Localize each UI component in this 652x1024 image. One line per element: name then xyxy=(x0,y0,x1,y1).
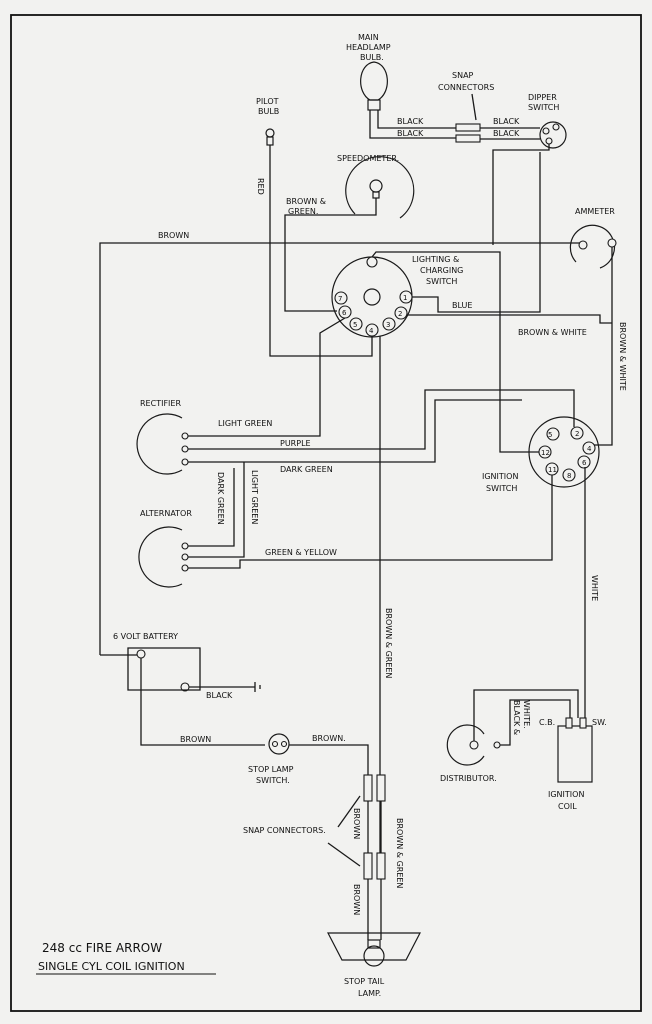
alternator-label: ALTERNATOR xyxy=(140,509,192,518)
wire-label-black-2: BLACK xyxy=(397,129,424,138)
lighting-pin-1: 1 xyxy=(403,294,407,302)
wire-label-battery-black: BLACK xyxy=(206,691,233,700)
snap-connector-2 xyxy=(376,774,386,802)
ammeter-label: AMMETER xyxy=(575,207,615,216)
ignition-pin-6: 6 xyxy=(582,459,587,467)
pilot-label-1: PILOT xyxy=(256,97,279,106)
speedometer xyxy=(345,156,415,219)
lighting-pin-5: 5 xyxy=(353,321,357,329)
wire-label-black-3: BLACK xyxy=(493,117,520,126)
wire-label-blue: BLUE xyxy=(452,301,472,310)
headlamp-label-1: MAIN xyxy=(358,33,379,42)
diagram-title-line-2: SINGLE CYL COIL IGNITION xyxy=(38,960,185,973)
stop-lamp-switch xyxy=(268,733,290,755)
wire-label-white: WHITE xyxy=(590,575,599,601)
wire-label-brown-green-long: BROWN & GREEN xyxy=(384,608,393,678)
dipper-label-1: DIPPER xyxy=(528,93,557,102)
wire-label-brown-green-snap: BROWN & GREEN xyxy=(395,818,404,888)
wire-label-brown-green-1: BROWN & xyxy=(286,197,326,206)
ignition-pin-2: 2 xyxy=(575,430,579,438)
coil-sw-label: SW. xyxy=(592,718,607,727)
ignition-pin-12: 12 xyxy=(541,449,550,457)
pilot-label-2: BULB xyxy=(258,107,279,116)
wire-label-green-yellow: GREEN & YELLOW xyxy=(265,548,337,557)
battery-label: 6 VOLT BATTERY xyxy=(113,632,178,641)
tail-lamp-label-1: STOP TAIL xyxy=(344,977,385,986)
wire-label-light-green-v: LIGHT GREEN xyxy=(250,470,259,524)
ignition-pin-5: 5 xyxy=(548,431,552,439)
wire-label-black-white-2: WHITE. xyxy=(522,700,531,729)
wire-label-black-4: BLACK xyxy=(493,129,520,138)
lighting-charging-switch xyxy=(331,256,413,338)
wire-label-light-green-h: LIGHT GREEN xyxy=(218,419,272,428)
headlamp-label-2: HEADLAMP xyxy=(346,43,391,52)
ignition-switch-label-1: IGNITION xyxy=(482,472,518,481)
lighting-pin-2: 2 xyxy=(398,310,402,318)
distributor-label: DISTRIBUTOR. xyxy=(440,774,497,783)
coil-label-1: IGNITION xyxy=(548,790,584,799)
snap-top-label-1: SNAP xyxy=(452,71,474,80)
pilot-bulb xyxy=(265,128,275,146)
ignition-coil xyxy=(557,717,593,783)
wire-label-brown-green-2: GREEN. xyxy=(288,207,318,216)
wire-label-black-white-1: BLACK & xyxy=(512,700,521,735)
diagram-title-line-1: 248 cc FIRE ARROW xyxy=(42,941,162,955)
coil-label-2: COIL xyxy=(558,802,577,811)
ignition-switch-label-2: SWITCH xyxy=(486,484,517,493)
main-headlamp-bulb xyxy=(360,61,388,111)
wire-label-brown-batt: BROWN xyxy=(180,735,211,744)
wire-label-brown-stop: BROWN. xyxy=(312,734,346,743)
wire-label-brown-white-v: BROWN & WHITE xyxy=(618,322,627,391)
ignition-pin-11: 11 xyxy=(548,466,557,474)
wire-label-brown-top: BROWN xyxy=(158,231,189,240)
ammeter xyxy=(569,224,617,269)
stop-tail-lamp xyxy=(327,932,421,967)
wire-label-brown-snap-2: BROWN xyxy=(352,884,361,915)
wire-label-dark-green-v: DARK GREEN xyxy=(216,472,225,525)
lighting-pin-7: 7 xyxy=(338,295,342,303)
wire-label-dark-green-h: DARK GREEN xyxy=(280,465,333,474)
ignition-pin-8: 8 xyxy=(567,472,571,480)
wire-label-brown-white-h: BROWN & WHITE xyxy=(518,328,587,337)
ignition-pin-4: 4 xyxy=(587,445,592,453)
wire-label-brown-snap-1: BROWN xyxy=(352,808,361,839)
ignition-switch xyxy=(528,416,600,488)
diagram-border xyxy=(10,14,642,1012)
snap-connector-4 xyxy=(376,852,386,880)
snap-connector-top-2 xyxy=(455,134,481,143)
speedometer-label: SPEEDOMETER. xyxy=(337,154,399,163)
lighting-label-1: LIGHTING & xyxy=(412,255,459,264)
snap-connector-1 xyxy=(363,774,373,802)
headlamp-label-3: BULB. xyxy=(360,53,384,62)
lighting-pin-6: 6 xyxy=(342,309,347,317)
stop-switch-label-2: SWITCH. xyxy=(256,776,290,785)
stop-switch-label-1: STOP LAMP xyxy=(248,765,294,774)
snap-top-label-2: CONNECTORS xyxy=(438,83,494,92)
snap-connector-3 xyxy=(363,852,373,880)
snap-bottom-label: SNAP CONNECTORS. xyxy=(243,826,326,835)
coil-cb-label: C.B. xyxy=(539,718,555,727)
rectifier-label: RECTIFIER xyxy=(140,399,181,408)
dipper-switch xyxy=(539,121,567,149)
battery xyxy=(136,649,261,692)
wire-label-red: RED xyxy=(256,178,265,195)
wire-label-black-1: BLACK xyxy=(397,117,424,126)
snap-connector-top-1 xyxy=(455,123,481,132)
lighting-label-3: SWITCH xyxy=(426,277,457,286)
wire-label-purple: PURPLE xyxy=(280,439,311,448)
tail-lamp-label-2: LAMP. xyxy=(358,989,381,998)
alternator xyxy=(138,526,189,588)
lighting-label-2: CHARGING xyxy=(420,266,463,275)
rectifier xyxy=(136,413,189,475)
dipper-label-2: SWITCH xyxy=(528,103,559,112)
lighting-pin-3: 3 xyxy=(386,321,390,329)
lighting-pin-4: 4 xyxy=(369,327,374,335)
